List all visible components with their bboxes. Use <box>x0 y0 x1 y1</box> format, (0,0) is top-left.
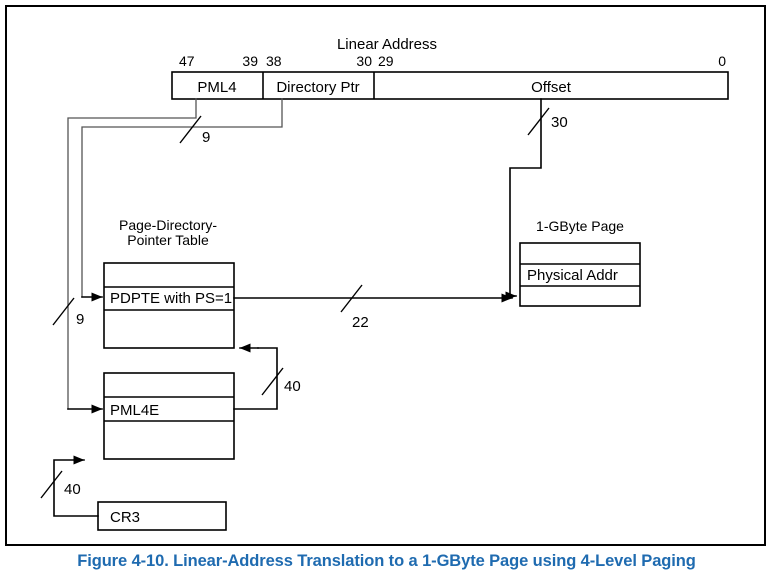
linear-address-title: Linear Address <box>337 36 437 53</box>
figure-border <box>5 5 766 546</box>
pml4-table <box>103 372 235 460</box>
bit-label-39: 39 <box>242 53 258 69</box>
field-label-offset: Offset <box>531 79 572 96</box>
bitwidth-cr3-to-pml4: 40 <box>64 481 81 498</box>
bit-label-0: 0 <box>718 53 726 69</box>
wire-pml4e-to-pdpt <box>233 347 278 410</box>
bitwidth-pml4e-to-pdpt: 40 <box>284 378 301 395</box>
wire-offset-to-page <box>509 98 542 297</box>
slash-cr3 <box>40 470 63 499</box>
slash-pdpt-index <box>179 115 202 144</box>
pdpte-entry-label: PDPTE with PS=1 <box>110 290 232 307</box>
slash-pdpte-to-page <box>340 284 363 313</box>
bitwidth-pdpte-to-page: 22 <box>352 314 369 331</box>
pdpt-table-name-line2: Pointer Table <box>127 232 209 248</box>
wire-cr3-to-pml4-table <box>53 455 99 517</box>
bitwidth-pml4e-index: 9 <box>76 311 84 328</box>
page-table-name: 1-GByte Page <box>536 218 624 234</box>
slash-pml4-index <box>52 297 75 326</box>
pdpt-table-name-line1: Page-Directory- <box>119 217 217 233</box>
cr3-box <box>97 501 227 531</box>
field-label-pml4: PML4 <box>197 79 236 96</box>
bit-label-30: 30 <box>356 53 372 69</box>
bitwidth-pml4-to-pdpt: 9 <box>202 129 210 146</box>
gbyte-page-box <box>519 242 641 307</box>
bitwidth-offset: 30 <box>551 114 568 131</box>
bit-label-29: 29 <box>378 53 394 69</box>
slash-pml4e-to-pdpt <box>261 367 284 396</box>
bit-label-38: 38 <box>266 53 282 69</box>
field-label-directory-ptr: Directory Ptr <box>276 79 359 96</box>
bit-label-47: 47 <box>179 53 195 69</box>
pdpt-table <box>103 262 235 349</box>
pml4e-entry-label: PML4E <box>110 402 159 419</box>
cr3-label: CR3 <box>110 509 140 526</box>
wire-pml4-to-pml4-table <box>67 98 197 410</box>
figure-caption: Figure 4-10. Linear-Address Translation … <box>77 552 696 570</box>
slash-offset <box>527 107 550 136</box>
linear-address-bar <box>171 71 729 100</box>
wire-directory-ptr-to-pdpt <box>81 98 283 298</box>
physical-addr-label: Physical Addr <box>527 267 618 284</box>
